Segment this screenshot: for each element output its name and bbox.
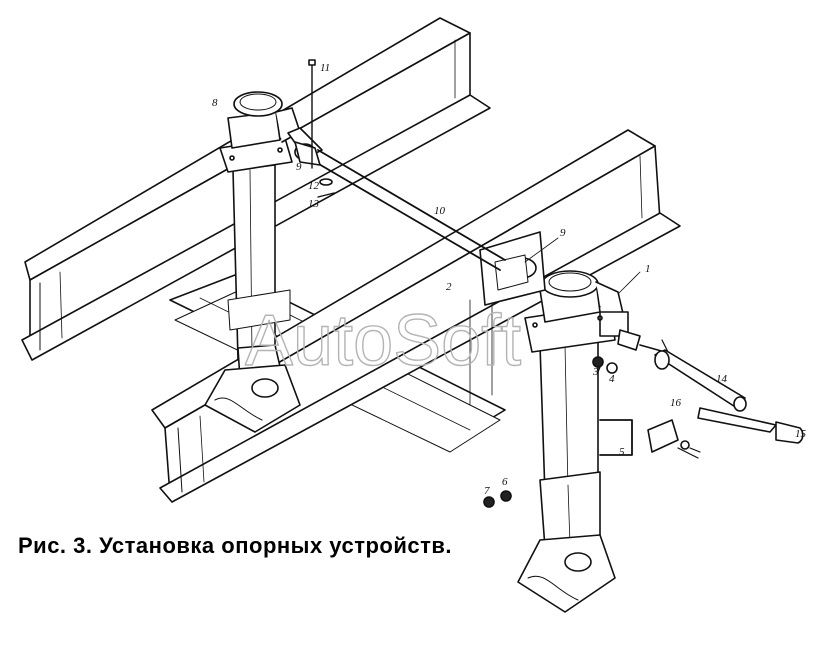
callout-8: 8 [212,97,218,109]
callout-10: 10 [434,205,446,217]
connecting-shaft [294,141,506,271]
callout-9b: 9 [560,227,566,239]
callout-11: 11 [320,62,330,74]
callout-14: 14 [716,373,728,385]
support-leg-left [204,91,323,433]
callout-labels: 1 2 3 4 5 6 7 8 9 9 10 11 12 13 14 15 16 [212,62,807,497]
callout-15: 15 [795,428,807,440]
fasteners [308,59,701,508]
support-leg-right [517,270,641,613]
figure-caption: Рис. 3. Установка опорных устройств. [18,533,453,558]
crank-handle [639,339,804,459]
callout-5: 5 [619,446,625,458]
callout-16: 16 [670,397,682,409]
callout-9a: 9 [296,161,302,173]
shaft-bracket [479,231,546,306]
callout-1: 1 [645,263,651,275]
callout-12: 12 [308,180,320,192]
callout-6: 6 [502,476,508,488]
callout-2: 2 [446,281,452,293]
callout-7: 7 [484,485,490,497]
watermark: AutoSoft [245,301,521,381]
callout-13: 13 [308,198,320,210]
callout-3: 3 [592,366,599,378]
callout-4: 4 [609,373,615,385]
